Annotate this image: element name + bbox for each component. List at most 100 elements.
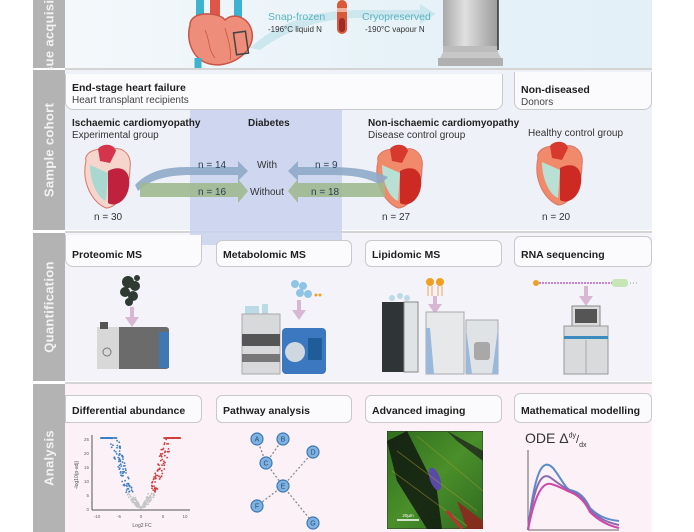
volcano-point — [161, 472, 164, 475]
volcano-point — [134, 496, 137, 499]
volcano-point — [159, 459, 162, 462]
healthy-n: n = 20 — [542, 212, 571, 223]
pathway-node — [276, 432, 290, 446]
volcano-point — [115, 451, 117, 453]
cryopreserved-sub: -190°C vapour N — [365, 25, 425, 34]
diabetes-title: Diabetes — [248, 118, 290, 129]
microscopy-image: 20µm — [387, 431, 483, 529]
volcano-point — [139, 506, 141, 509]
section-label-text: Sample cohort — [41, 102, 57, 198]
volcano-point — [160, 469, 163, 472]
volcano-point — [127, 496, 130, 499]
section-label-tissue: Tissue acquisition — [33, 0, 65, 93]
volcano-y-tick: 5 — [86, 493, 89, 498]
ode-text: ODE Δ — [525, 430, 569, 446]
cryo-tank-icon — [438, 0, 503, 66]
volcano-point — [163, 460, 165, 463]
volcano-point — [125, 472, 127, 474]
nicm-heart-icon — [376, 144, 423, 209]
volcano-point — [160, 455, 163, 458]
volcano-point — [131, 490, 134, 493]
heart-tissue-icon — [188, 0, 253, 68]
volcano-xlabel: Log2 FC — [132, 523, 152, 529]
volcano-y-tick: 0 — [86, 507, 89, 512]
volcano-point — [124, 479, 126, 482]
volcano-point — [118, 445, 121, 448]
volcano-point — [115, 453, 118, 455]
volcano-point — [121, 461, 124, 464]
volcano-point — [167, 448, 170, 450]
pathway-node-label: B — [281, 437, 286, 444]
volcano-point — [163, 443, 166, 446]
without-arrow-left — [140, 179, 248, 203]
volcano-point — [122, 484, 125, 486]
mass-spectrometer-icon — [97, 275, 169, 369]
non-diseased-box: Non-diseased Donors — [514, 72, 652, 110]
volcano-point — [165, 438, 168, 441]
volcano-y-tick: 25 — [84, 437, 90, 442]
volcano-point — [155, 488, 158, 490]
volcano-point — [120, 474, 122, 477]
volcano-ylabel: -log10(p-adj) — [74, 460, 80, 489]
volcano-point — [179, 437, 181, 439]
volcano-point — [130, 498, 133, 500]
volcano-point — [154, 489, 157, 492]
proteomic-ms-title: Proteomic MS — [72, 249, 143, 261]
nicm-title: Non-ischaemic cardiomyopathy — [368, 118, 520, 129]
volcano-point — [118, 454, 120, 456]
volcano-point — [127, 493, 130, 496]
volcano-point — [122, 474, 124, 477]
volcano-point — [158, 464, 160, 467]
volcano-point — [163, 468, 166, 470]
volcano-point — [158, 455, 161, 457]
with-label: With — [257, 160, 277, 171]
volcano-point — [156, 469, 159, 472]
icm-title: Ischaemic cardiomyopathy — [72, 118, 201, 129]
volcano-point — [158, 478, 161, 480]
volcano-point — [104, 437, 107, 439]
volcano-point — [154, 491, 156, 493]
volcano-point — [128, 493, 131, 496]
volcano-point — [125, 489, 128, 491]
math-modelling-title: Mathematical modelling — [521, 405, 641, 417]
volcano-point — [160, 454, 162, 457]
volcano-point — [155, 474, 157, 477]
snap-frozen-sub: -196°C liquid N — [268, 25, 322, 34]
volcano-point — [154, 476, 157, 479]
volcano-point — [122, 468, 124, 470]
volcano-point — [119, 460, 122, 463]
volcano-point — [164, 437, 167, 439]
volcano-point — [163, 454, 166, 457]
flow-arrow — [250, 4, 436, 50]
pathway-node — [276, 479, 290, 493]
volcano-point — [129, 495, 132, 498]
pathway-node-label: E — [281, 484, 286, 491]
volcano-point — [162, 462, 165, 465]
volcano-point — [152, 478, 155, 481]
volcano-point — [125, 484, 128, 487]
ode-curves — [527, 450, 620, 531]
volcano-point — [121, 472, 124, 475]
diabetes-arrows — [135, 161, 388, 203]
volcano-point — [132, 496, 135, 499]
pathway-node — [250, 432, 264, 446]
volcano-point — [149, 496, 152, 499]
pathway-node — [306, 516, 320, 530]
volcano-point — [127, 484, 130, 486]
volcano-point — [176, 437, 179, 439]
scale-bar-label: 20µm — [402, 513, 414, 518]
volcano-point — [130, 489, 133, 491]
volcano-x-tick: -5 — [117, 514, 121, 519]
volcano-point — [152, 492, 155, 495]
without-label: Without — [250, 187, 284, 198]
volcano-point — [124, 467, 127, 470]
volcano-point — [160, 475, 163, 478]
volcano-point — [119, 472, 122, 474]
volcano-point — [163, 442, 166, 444]
volcano-point — [110, 446, 113, 449]
volcano-point — [166, 443, 168, 445]
volcano-point — [120, 465, 123, 467]
volcano-point — [153, 485, 155, 487]
